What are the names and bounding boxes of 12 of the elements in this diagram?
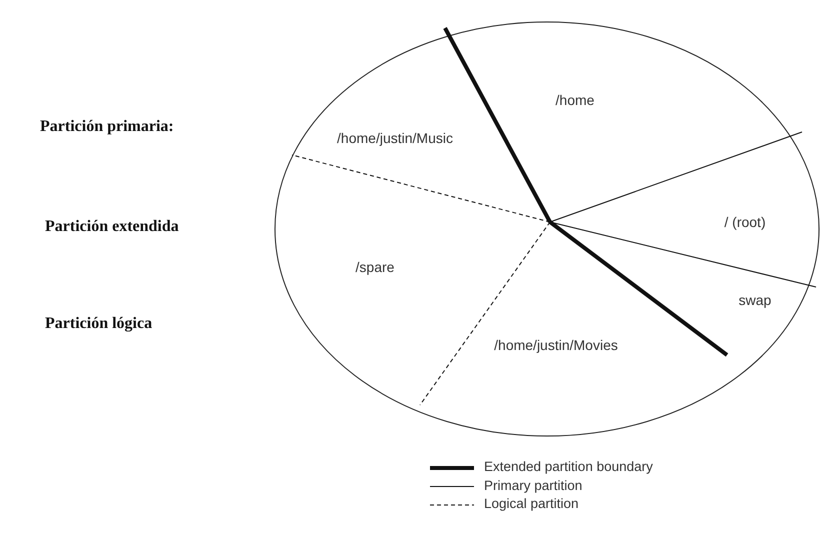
partition-label: /home [556, 92, 594, 108]
partition-label: / (root) [724, 214, 766, 230]
partition-label: /spare [356, 259, 394, 275]
partition-label: /home/justin/Music [337, 130, 453, 146]
side-label: Partición lógica [45, 315, 152, 333]
legend-text: Primary partition [484, 478, 582, 492]
partition-label: /home/justin/Movies [494, 337, 618, 353]
side-label: Partición primaria: [40, 118, 174, 136]
legend-text: Extended partition boundary [484, 459, 653, 474]
partition-label: swap [738, 292, 772, 308]
legend-text: Logical partition [484, 496, 579, 511]
side-label: Partición extendida [45, 218, 179, 236]
